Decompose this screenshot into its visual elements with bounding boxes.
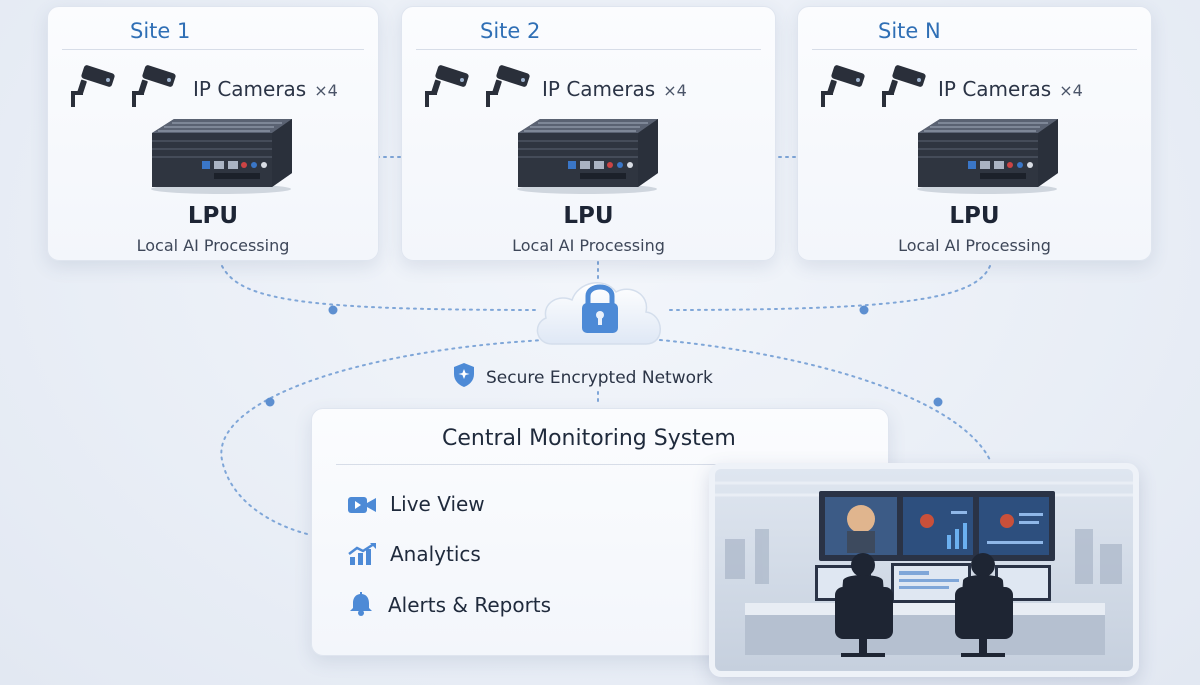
control-room-scene (715, 469, 1133, 671)
cctv-camera-icon (882, 65, 926, 107)
shield-icon (454, 363, 474, 387)
camera-count: ×4 (1059, 81, 1083, 100)
link-node (933, 397, 943, 407)
site-card-n: Site N IP Cameras ×4 LPU Local AI Process… (797, 6, 1152, 261)
cctv-camera-icon (821, 65, 865, 107)
site-card-2: Site 2 IP Cameras ×4 LPU Local AI Process… (401, 6, 776, 261)
cloud-lock-icon (536, 282, 661, 345)
lpu-description: Local AI Processing (898, 236, 1051, 255)
cctv-camera-icon (132, 65, 176, 107)
cctv-camera-icon (486, 65, 530, 107)
site-title: Site 2 (480, 19, 541, 43)
camera-label-text: IP Cameras (542, 77, 656, 101)
divider (62, 49, 364, 50)
feature-label: Alerts & Reports (388, 593, 552, 617)
feature-live-view: Live View (348, 492, 485, 516)
divider (416, 49, 761, 50)
link-cloud-cms-right (659, 339, 991, 461)
lpu-description: Local AI Processing (136, 236, 290, 255)
cctv-camera-icon (425, 65, 469, 107)
site-card-1: Site 1 IP Cameras ×4 LPU Local AI Process… (47, 6, 379, 261)
feature-label: Live View (390, 492, 485, 516)
feature-analytics: Analytics (348, 542, 481, 566)
camera-label: IP Cameras ×4 (542, 77, 687, 101)
link-site1-cloud (221, 265, 541, 311)
feature-alerts-reports: Alerts & Reports (348, 592, 551, 617)
camera-count: ×4 (314, 81, 338, 100)
lpu-name: LPU (187, 203, 239, 229)
camera-group (818, 65, 935, 111)
link-node (859, 305, 869, 315)
lpu-device-icon (517, 119, 658, 194)
lpu-device-icon (917, 119, 1058, 194)
camera-count: ×4 (663, 81, 687, 100)
control-room-illustration (709, 463, 1139, 677)
camera-label-text: IP Cameras (193, 77, 307, 101)
divider (336, 464, 864, 465)
analytics-chart-icon (348, 542, 376, 565)
central-monitoring-title: Central Monitoring System (442, 426, 736, 451)
secure-network-label: Secure Encrypted Network (452, 362, 713, 388)
lpu-name: LPU (563, 203, 614, 229)
link-node (328, 305, 338, 315)
lpu-name: LPU (949, 203, 1000, 229)
feature-label: Analytics (390, 542, 481, 566)
video-camera-icon (348, 497, 376, 513)
camera-group (422, 65, 539, 111)
cctv-camera-icon (71, 65, 115, 107)
site-title: Site 1 (130, 19, 191, 43)
link-cloud-cms-left (220, 339, 546, 536)
lpu-description: Local AI Processing (512, 236, 665, 255)
camera-label-text: IP Cameras (938, 77, 1052, 101)
camera-label: IP Cameras ×4 (193, 77, 338, 101)
link-node (265, 397, 275, 407)
camera-label: IP Cameras ×4 (938, 77, 1083, 101)
divider (812, 49, 1137, 50)
camera-group (68, 65, 185, 111)
lpu-device-icon (151, 119, 292, 194)
secure-network-text: Secure Encrypted Network (486, 368, 713, 388)
site-title: Site N (878, 19, 941, 43)
bell-icon (350, 592, 372, 616)
link-siten-cloud (664, 265, 991, 311)
